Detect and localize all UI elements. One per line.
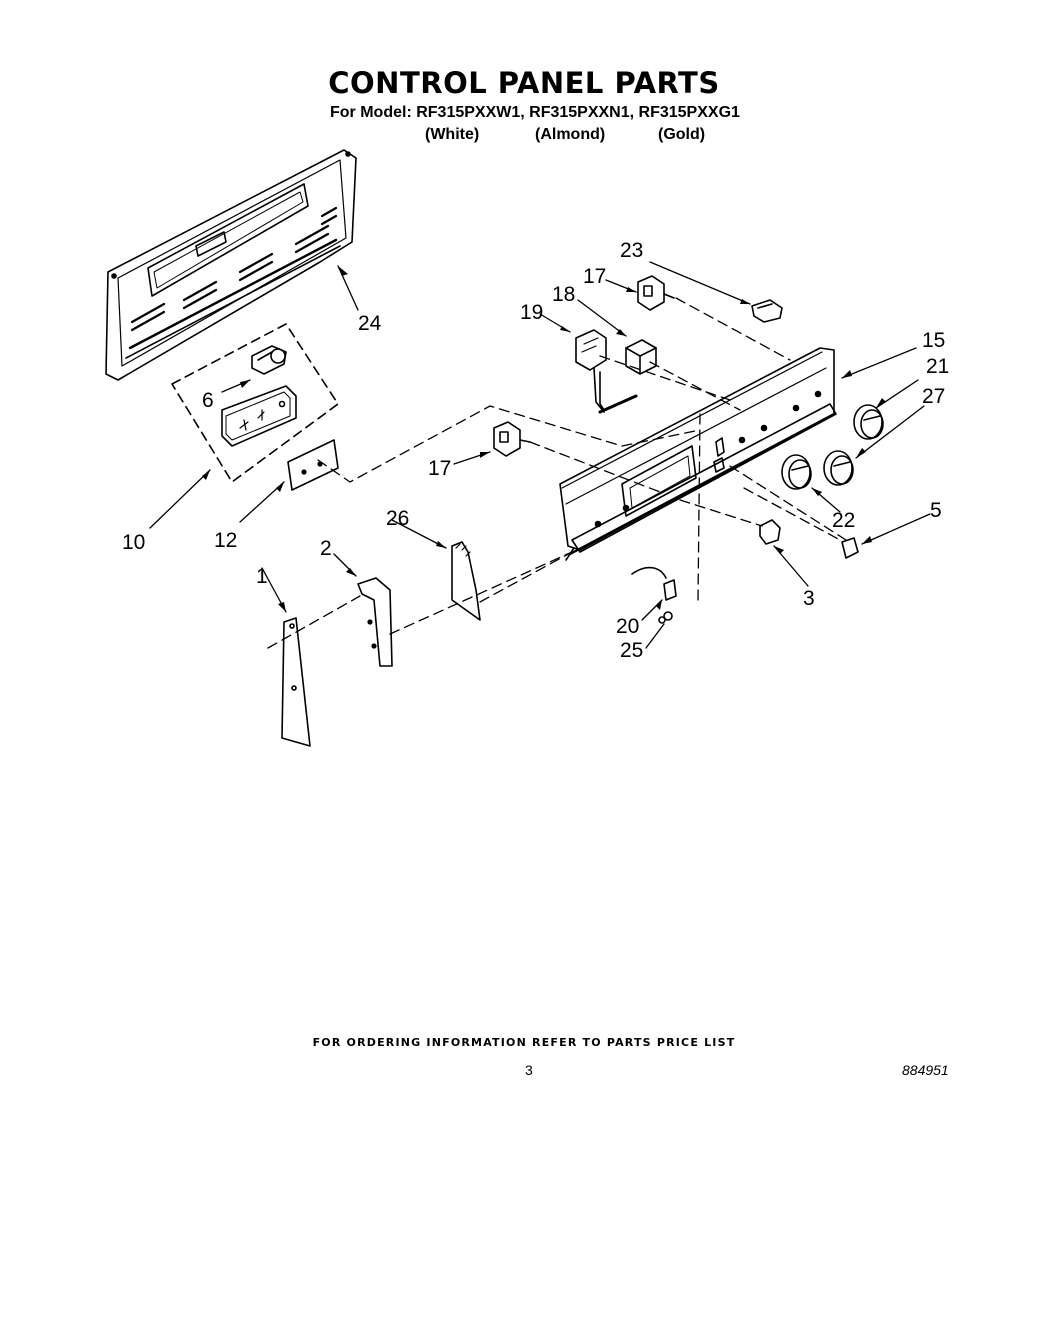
clock-knob-part-6 [251,345,287,375]
page-title: CONTROL PANEL PARTS [328,66,720,100]
clock-overlay-part-12 [287,439,339,491]
callout-18: 18 [552,283,576,306]
color-gold-label: (Gold) [658,126,706,143]
callout-2: 2 [320,537,332,560]
callout-23: 23 [620,239,644,262]
callout-27: 27 [922,385,946,408]
back-panel-part-24 [105,149,357,381]
indicator-light-part-5 [841,537,859,559]
clock-part-10 [221,385,297,447]
callout-10: 10 [122,531,146,554]
callout-12: 12 [214,529,238,552]
callout-6: 6 [202,389,214,412]
callout-19: 19 [520,301,544,324]
knob-part-21-27 [853,404,884,440]
switch-part-17-upper [637,275,675,311]
assembly-lines [267,297,847,649]
control-panel-part-15 [559,347,837,561]
wire-terminal-part-20-25 [631,566,677,624]
callout-25: 25 [620,639,644,662]
callout-24: 24 [358,312,382,335]
callout-22: 22 [832,509,856,532]
callout-3: 3 [803,587,815,610]
model-list: For Model: RF315PXXW1, RF315PXXN1, RF315… [330,104,740,121]
callout-17-upper: 17 [583,265,607,288]
knob-part-22-a [781,454,812,490]
push-button-part-3 [759,519,781,545]
switch-part-17-lower [493,421,531,457]
bracket-part-26 [451,541,481,621]
bracket-part-2 [357,577,393,667]
color-white-label: (White) [425,126,480,143]
ordering-note: FOR ORDERING INFORMATION REFER TO PARTS … [312,1036,736,1049]
thermostat-part-19 [575,329,638,414]
callout-17-lower: 17 [428,457,452,480]
color-almond-label: (Almond) [535,126,606,143]
callout-1: 1 [256,565,268,588]
page-number: 3 [525,1062,533,1078]
callout-15: 15 [922,329,946,352]
callout-5: 5 [930,499,942,522]
knob-part-22-b [823,450,854,486]
callout-26: 26 [386,507,410,530]
end-cap-part-1 [281,617,311,747]
clock-assembly-frame [171,323,339,483]
callout-21: 21 [926,355,950,378]
leader-arrowheads [202,266,886,612]
document-number: 884951 [902,1062,949,1078]
callout-20: 20 [616,615,640,638]
lamp-socket-part-23 [751,299,783,323]
switch-part-18 [625,339,657,375]
